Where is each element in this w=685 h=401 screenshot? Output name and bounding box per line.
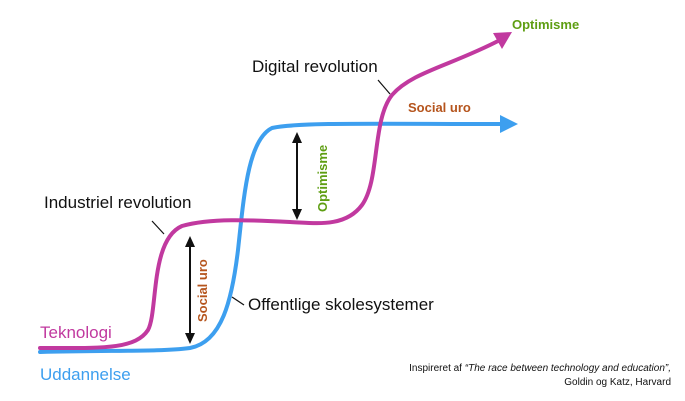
optimism-top-label: Optimisme	[512, 17, 579, 32]
school-leader	[231, 296, 245, 306]
source-prefix: Inspireret af	[409, 363, 465, 374]
industrial-leader	[151, 220, 165, 235]
source-title: “The race between technology and educati…	[465, 363, 671, 374]
technology-curve	[38, 38, 502, 351]
technology-series-label: Teknologi	[40, 323, 112, 342]
digital-leader	[377, 79, 391, 95]
social-unrest-left-label: Social uro	[195, 259, 210, 322]
social-unrest-right-label: Social uro	[408, 100, 471, 115]
source-note-line1: Inspireret af “The race between technolo…	[409, 363, 671, 374]
double-arrow-icon	[292, 132, 302, 220]
education-curve	[38, 121, 507, 354]
digital-revolution-label: Digital revolution	[252, 57, 378, 76]
education-series-label: Uddannelse	[40, 365, 131, 384]
education-arrowhead-icon	[500, 115, 518, 133]
optimism-mid-label: Optimisme	[315, 145, 330, 212]
double-arrow-icon	[185, 236, 195, 344]
industrial-revolution-label: Industriel revolution	[44, 193, 191, 212]
public-school-systems-label: Offentlige skolesystemer	[248, 295, 434, 314]
technology-arrowhead-icon	[493, 32, 512, 49]
source-note-line2: Goldin og Katz, Harvard	[564, 377, 671, 388]
